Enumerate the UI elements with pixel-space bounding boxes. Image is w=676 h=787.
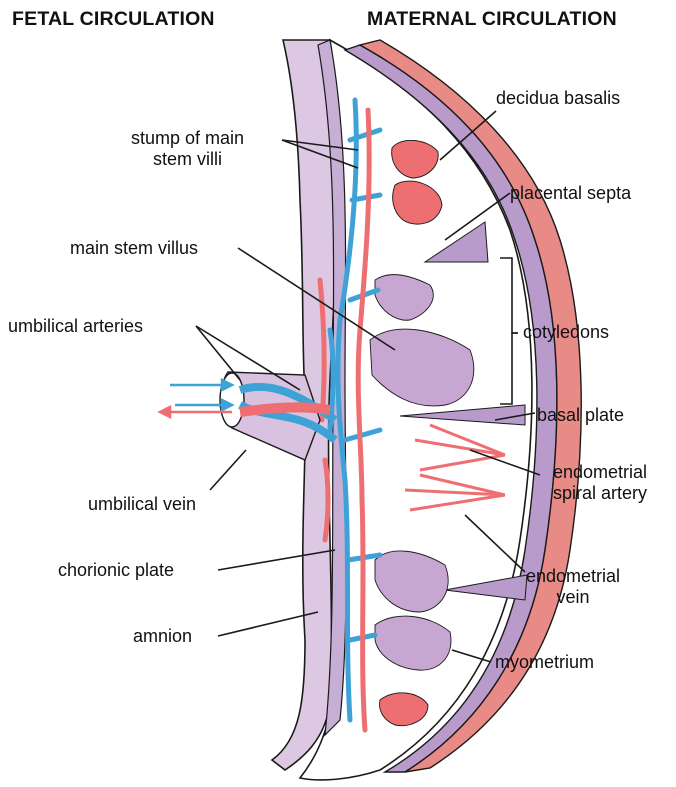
umbilical-arteries-label: umbilical arteries [8,316,143,337]
fetal-circulation-heading: FETAL CIRCULATION [12,8,215,31]
endo-vein-line1: endometrial [513,566,633,587]
endometrial-vein-label: endometrial vein [513,566,633,608]
main-stem-villus-label: main stem villus [70,238,198,259]
endo-vein-line2: vein [513,587,633,608]
spiral-artery-line2: spiral artery [530,483,670,504]
stump-label-line2: stem villi [90,149,285,170]
stump-label-line1: stump of main [90,128,285,149]
decidua-basalis-label: decidua basalis [496,88,620,109]
placental-septa-label: placental septa [510,183,631,204]
basal-plate-label: basal plate [537,405,624,426]
maternal-circulation-heading: MATERNAL CIRCULATION [367,8,617,31]
amnion-label: amnion [133,626,192,647]
endometrial-spiral-artery-label: endometrial spiral artery [530,462,670,504]
stump-of-main-stem-villi-label: stump of main stem villi [90,128,285,170]
cotyledons-label: cotyledons [523,322,609,343]
myometrium-label: myometrium [495,652,594,673]
spiral-artery-line1: endometrial [530,462,670,483]
umbilical-vein-label: umbilical vein [88,494,196,515]
chorionic-plate-label: chorionic plate [58,560,174,581]
